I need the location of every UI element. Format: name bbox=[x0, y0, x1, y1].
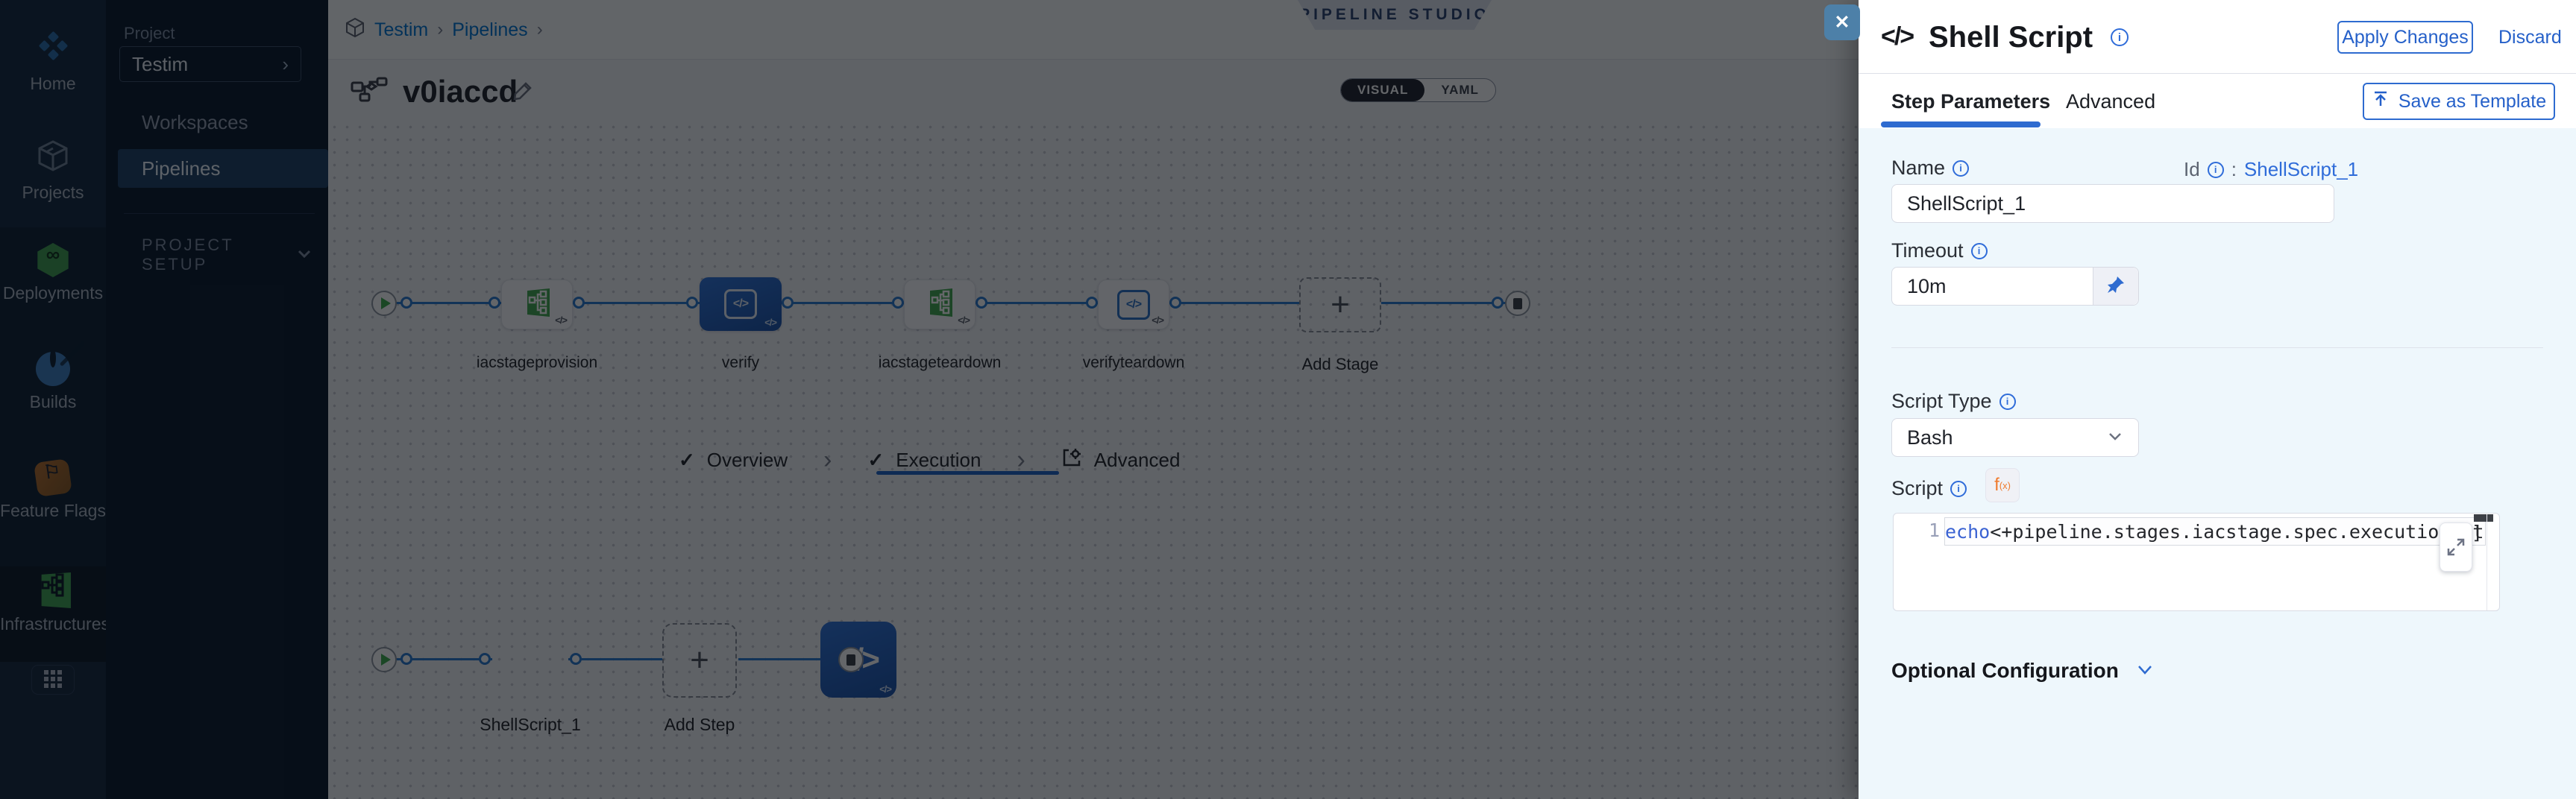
timeout-label-text: Timeout bbox=[1891, 239, 1964, 262]
section-divider bbox=[1891, 347, 2543, 348]
timeout-input-value: 10m bbox=[1907, 274, 1947, 297]
info-icon[interactable] bbox=[2111, 28, 2129, 46]
script-type-label-text: Script Type bbox=[1891, 390, 1992, 412]
script-type-select[interactable]: Bash bbox=[1891, 418, 2139, 457]
drawer-title: Shell Script bbox=[1929, 21, 2093, 54]
expression-fx-button[interactable]: f(x) bbox=[1985, 468, 2020, 502]
apply-changes-button[interactable]: Apply Changes bbox=[2337, 21, 2473, 54]
script-code-editor[interactable]: 1 echo <+pipeline.stages.iacstage.spec.e… bbox=[1893, 513, 2500, 611]
save-as-template-button[interactable]: Save as Template bbox=[2363, 83, 2555, 120]
code-line[interactable]: echo <+pipeline.stages.iacstage.spec.exe… bbox=[1944, 517, 2486, 546]
info-icon[interactable] bbox=[1970, 242, 1988, 259]
step-config-drawer: </> Shell Script Apply Changes Discard S… bbox=[1859, 0, 2576, 799]
optional-configuration-toggle[interactable]: Optional Configuration bbox=[1891, 659, 2155, 683]
script-field-label: Script bbox=[1891, 477, 1967, 500]
code-icon: </> bbox=[1881, 22, 1914, 51]
id-separator: : bbox=[2231, 158, 2237, 180]
fixed-value-pin-button[interactable] bbox=[2093, 268, 2138, 305]
name-input[interactable]: ShellScript_1 bbox=[1891, 184, 2334, 223]
pin-icon bbox=[2106, 275, 2126, 298]
info-icon[interactable] bbox=[1950, 480, 1967, 497]
timeout-field-label: Timeout bbox=[1891, 239, 1988, 262]
script-type-field-label: Script Type bbox=[1891, 390, 2016, 413]
name-field-label: Name bbox=[1891, 157, 1970, 180]
chevron-down-icon bbox=[2135, 660, 2155, 683]
save-as-template-label: Save as Template bbox=[2398, 90, 2547, 112]
optional-configuration-label: Optional Configuration bbox=[1891, 659, 2119, 682]
tab-advanced-drawer[interactable]: Advanced bbox=[2066, 90, 2156, 113]
line-number: 1 bbox=[1928, 519, 1940, 541]
drawer-header: </> Shell Script Apply Changes Discard bbox=[1859, 0, 2576, 74]
close-drawer-button[interactable] bbox=[1824, 4, 1860, 40]
code-text: <+pipeline.stages.iacstage.spec.executio… bbox=[1990, 520, 2486, 543]
script-label-text: Script bbox=[1891, 477, 1944, 499]
info-icon[interactable] bbox=[1953, 160, 1970, 177]
upload-icon bbox=[2372, 90, 2390, 113]
tab-step-parameters[interactable]: Step Parameters bbox=[1891, 90, 2051, 113]
apply-changes-label: Apply Changes bbox=[2342, 26, 2469, 48]
active-tab-underline bbox=[1881, 121, 2041, 127]
step-id-row: Id : ShellScript_1 bbox=[2184, 158, 2358, 181]
script-type-value: Bash bbox=[1907, 426, 1953, 449]
drawer-backdrop[interactable] bbox=[0, 0, 1859, 799]
chevron-down-icon bbox=[2107, 426, 2123, 449]
id-value-link[interactable]: ShellScript_1 bbox=[2243, 158, 2359, 180]
info-icon[interactable] bbox=[1999, 393, 2016, 410]
name-input-value: ShellScript_1 bbox=[1907, 192, 2026, 215]
discard-button[interactable]: Discard bbox=[2498, 27, 2562, 48]
id-label: Id bbox=[2184, 158, 2200, 180]
drawer-tab-bar: Step Parameters Advanced Save as Templat… bbox=[1859, 74, 2576, 128]
expand-editor-button[interactable] bbox=[2440, 522, 2472, 572]
editor-scrollbar-thumb[interactable] bbox=[2474, 514, 2493, 522]
code-keyword: echo bbox=[1945, 520, 1991, 543]
drawer-content: Name Id : ShellScript_1 ShellScript_1 Ti… bbox=[1859, 128, 2576, 799]
name-label-text: Name bbox=[1891, 157, 1946, 179]
info-icon[interactable] bbox=[2207, 161, 2224, 178]
